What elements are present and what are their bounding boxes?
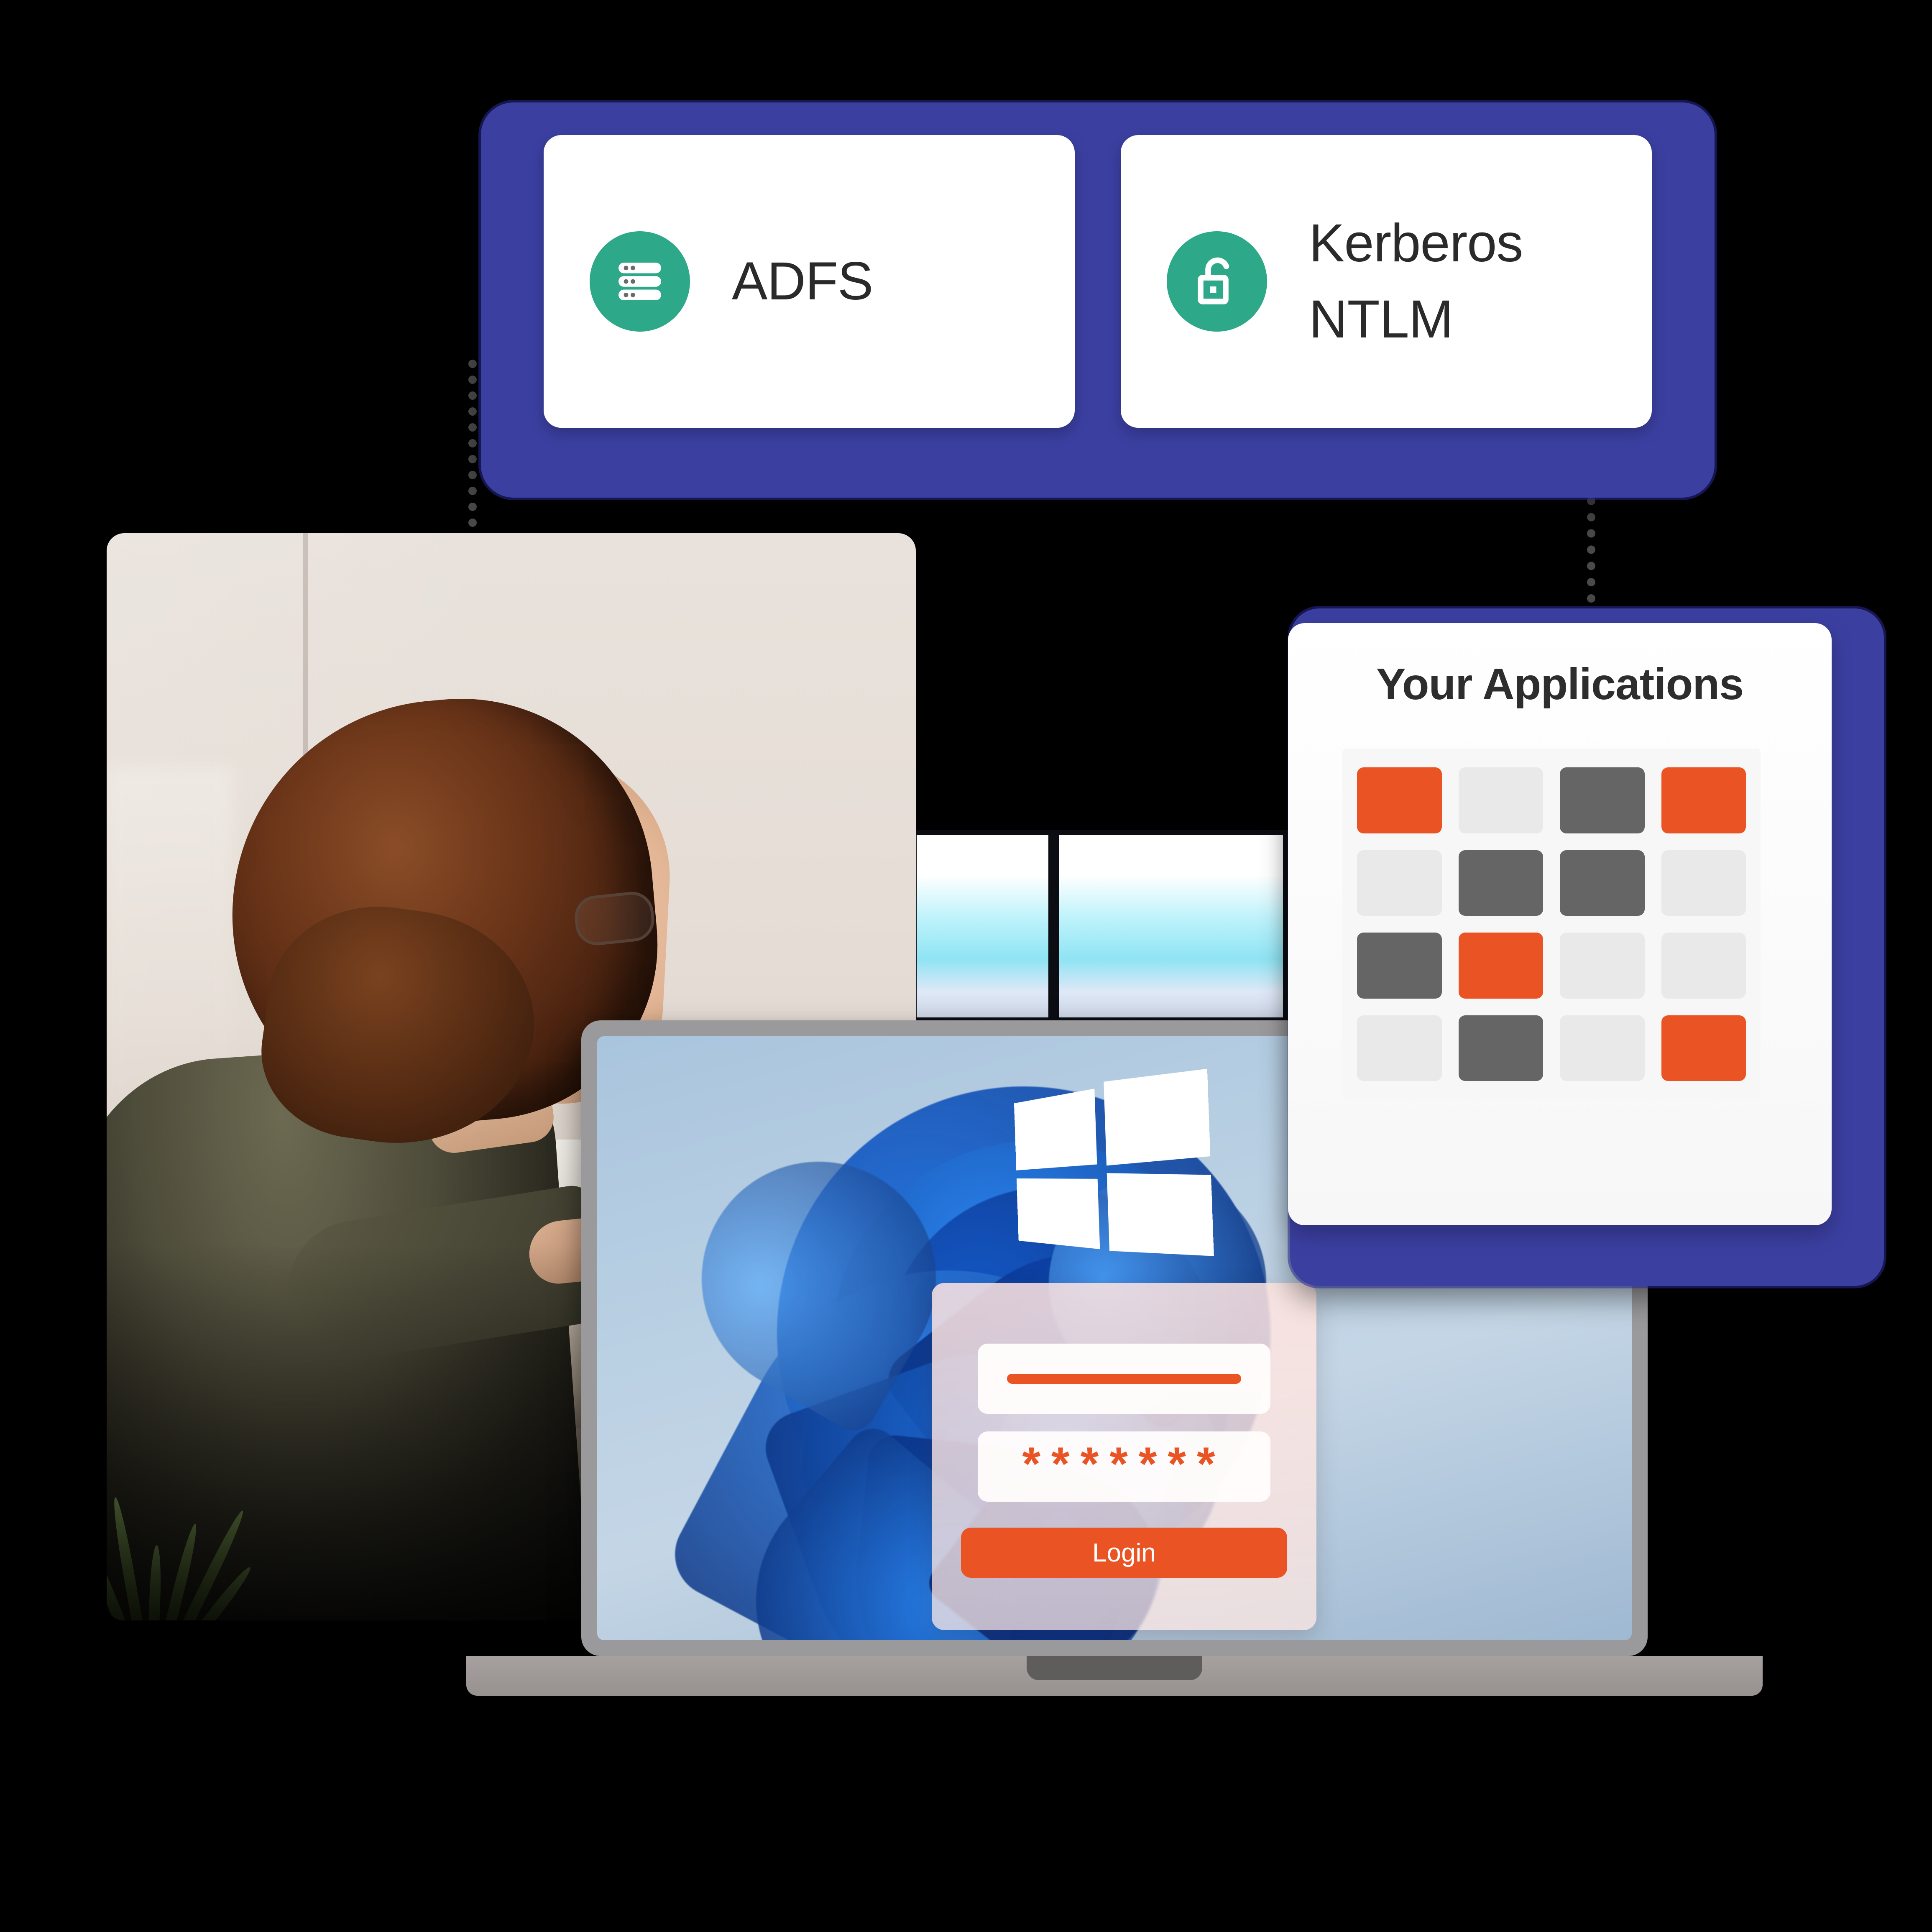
application-tile[interactable] <box>1560 1015 1645 1081</box>
auth-card-label: Kerberos NTLM <box>1309 205 1523 358</box>
office-window-photo <box>912 830 1288 1048</box>
windows-logo <box>1013 1069 1214 1256</box>
auth-label-line: Kerberos <box>1309 213 1523 273</box>
applications-card: Your Applications <box>1288 623 1832 1225</box>
application-tile[interactable] <box>1458 933 1543 999</box>
username-input[interactable] <box>978 1344 1270 1414</box>
auth-card-list: ADFS Kerberos NTLM <box>544 135 1652 428</box>
laptop-base <box>466 1656 1763 1696</box>
window-pane <box>1059 835 1283 1017</box>
auth-card-adfs[interactable]: ADFS <box>544 135 1075 428</box>
application-tile[interactable] <box>1661 933 1746 999</box>
application-tile[interactable] <box>1661 767 1746 833</box>
username-filled-bar <box>1007 1374 1241 1384</box>
application-tile[interactable] <box>1357 933 1442 999</box>
laptop-device: ******* Login <box>466 1020 1763 1696</box>
login-button[interactable]: Login <box>961 1528 1287 1578</box>
auth-card-kerberos-ntlm[interactable]: Kerberos NTLM <box>1121 135 1652 428</box>
application-tile-grid[interactable] <box>1342 749 1761 1100</box>
window-pane <box>917 835 1048 1017</box>
application-tile[interactable] <box>1357 1015 1442 1081</box>
laptop-lid: ******* Login <box>581 1020 1648 1656</box>
laptop-hinge-notch <box>1027 1656 1202 1680</box>
server-rack-icon <box>590 231 690 332</box>
connector-line-left <box>468 360 477 527</box>
applications-panel: Your Applications <box>1288 608 1884 1286</box>
auth-card-label: ADFS <box>732 243 873 319</box>
application-tile[interactable] <box>1357 767 1442 833</box>
applications-title: Your Applications <box>1376 659 1744 709</box>
application-tile[interactable] <box>1560 933 1645 999</box>
auth-label-line: NTLM <box>1309 289 1453 349</box>
application-tile[interactable] <box>1560 850 1645 916</box>
password-input[interactable]: ******* <box>978 1431 1270 1502</box>
open-padlock-icon <box>1167 231 1267 332</box>
application-tile[interactable] <box>1661 850 1746 916</box>
password-mask: ******* <box>1022 1438 1226 1490</box>
auth-methods-panel: ADFS Kerberos NTLM <box>481 102 1715 498</box>
application-tile[interactable] <box>1560 767 1645 833</box>
connector-line-right <box>1587 464 1595 619</box>
application-tile[interactable] <box>1357 850 1442 916</box>
login-dialog: ******* Login <box>932 1283 1316 1630</box>
application-tile[interactable] <box>1458 767 1543 833</box>
application-tile[interactable] <box>1661 1015 1746 1081</box>
auth-label-line: ADFS <box>732 251 873 312</box>
application-tile[interactable] <box>1458 1015 1543 1081</box>
application-tile[interactable] <box>1458 850 1543 916</box>
